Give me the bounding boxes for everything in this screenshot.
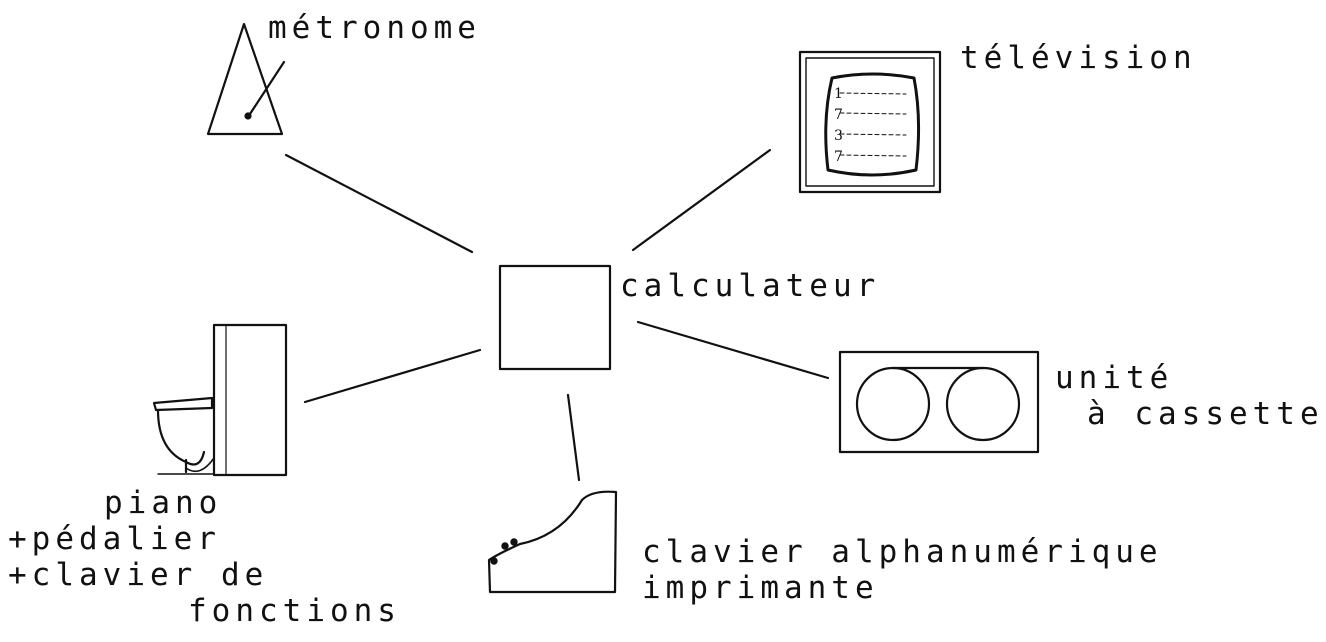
tv-note-2: 7: [834, 107, 843, 123]
keyboard-printer-icon: [489, 492, 616, 592]
piano-label-line-2: +pédalier: [8, 521, 221, 557]
tv-note-4: 7: [834, 149, 843, 165]
tv-note-1: 1: [834, 86, 843, 102]
television-icon: [800, 52, 940, 192]
metronome-icon: [208, 24, 284, 134]
metronome-label: métronome: [268, 10, 481, 46]
piano-icon: [154, 325, 286, 475]
piano-label: piano +pédalier +clavier de fonctions: [8, 485, 401, 629]
connector-television: [633, 150, 770, 250]
keyboard-label-line-2: imprimante: [642, 570, 879, 606]
keyboard-label-line-1: clavier alphanumérique: [642, 534, 1163, 570]
cassettes-label-line-2: à cassettes: [1087, 396, 1326, 432]
cassettes-label: unité à cassettes: [1055, 360, 1326, 432]
piano-label-line-3: +clavier de: [8, 557, 269, 593]
keyboard-printer-label: clavier alphanumérique imprimante: [642, 534, 1163, 606]
television-label: télévision: [960, 40, 1197, 76]
connector-cassettes: [638, 322, 828, 378]
cassette-unit-icon: [840, 352, 1038, 452]
connector-piano: [305, 350, 480, 402]
cassettes-label-line-1: unité: [1055, 360, 1174, 396]
tv-note-3: 3: [834, 128, 843, 144]
connector-metronome: [286, 155, 472, 252]
piano-label-line-4: fonctions: [188, 593, 401, 629]
piano-label-line-1: piano: [104, 485, 223, 521]
calculateur-label: calculateur: [620, 268, 881, 304]
calculateur-box: [500, 266, 610, 369]
connector-keyboard: [568, 395, 579, 480]
